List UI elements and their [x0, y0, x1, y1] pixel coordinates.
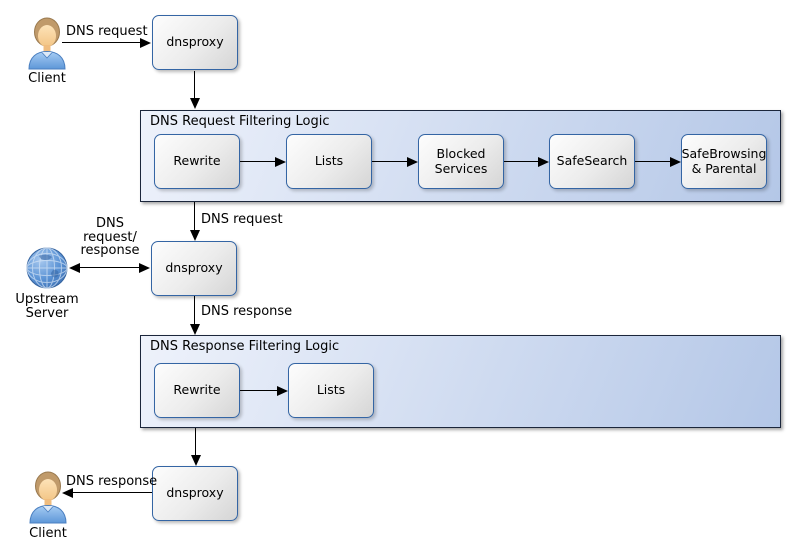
- upstream-server-label: Upstream Server: [2, 293, 92, 321]
- request-step-safebrowsing-parental: SafeBrowsing & Parental: [681, 134, 767, 189]
- arrowhead-down-icon: [190, 98, 200, 109]
- globe-icon: [25, 246, 69, 290]
- dnsproxy-middle-label: dnsproxy: [165, 260, 223, 276]
- request-step-arrow-3-line: [504, 161, 538, 162]
- dnsproxy-top-label: dnsproxy: [166, 34, 224, 50]
- arrowhead-right-icon: [670, 157, 681, 167]
- arrowhead-right-icon: [140, 38, 151, 48]
- response-step-lists-label: Lists: [316, 382, 346, 398]
- edge-request-filter-to-proxy-line: [194, 202, 195, 230]
- edge-proxy-to-client-label: DNS response: [66, 474, 158, 489]
- arrowhead-left-icon: [69, 263, 80, 273]
- person-icon: [27, 470, 69, 524]
- response-filter-title: DNS Response Filtering Logic: [150, 339, 340, 354]
- response-step-rewrite: Rewrite: [154, 363, 240, 418]
- dnsproxy-bottom-node: dnsproxy: [152, 466, 238, 521]
- client-top-label: Client: [28, 71, 66, 86]
- arrowhead-right-icon: [538, 157, 549, 167]
- edge-upstream-link-label: DNS request/ response: [68, 217, 152, 258]
- edge-upstream-link-label-line3: response: [80, 243, 140, 258]
- edge-client-to-proxy-line: [62, 42, 140, 43]
- arrowhead-left-icon: [62, 488, 73, 498]
- edge-response-filter-to-proxy-line: [195, 428, 196, 455]
- request-step-arrow-2-line: [372, 161, 407, 162]
- edge-upstream-link-label-line2: request/: [83, 229, 137, 245]
- request-step-arrow-1-line: [240, 161, 275, 162]
- edge-proxy-to-client-line: [73, 492, 152, 493]
- request-filter-title: DNS Request Filtering Logic: [150, 114, 330, 129]
- request-step-rewrite: Rewrite: [154, 134, 240, 189]
- request-step-lists-label: Lists: [314, 153, 344, 169]
- request-step-lists: Lists: [286, 134, 372, 189]
- arrowhead-right-icon: [139, 263, 150, 273]
- request-step-safesearch: SafeSearch: [549, 134, 635, 189]
- dnsproxy-bottom-label: dnsproxy: [166, 485, 224, 501]
- edge-request-filter-to-proxy-label: DNS request: [201, 212, 283, 227]
- request-step-safebrowsing-parental-label: SafeBrowsing & Parental: [681, 145, 767, 176]
- arrowhead-right-icon: [407, 157, 418, 167]
- request-step-blocked-services-label: Blocked Services: [434, 145, 488, 176]
- edge-proxy-to-response-filter-label: DNS response: [201, 304, 293, 319]
- upstream-server-label-line2: Server: [25, 306, 69, 321]
- arrowhead-down-icon: [190, 324, 200, 335]
- response-step-lists: Lists: [288, 363, 374, 418]
- request-step-arrow-4-line: [635, 161, 670, 162]
- upstream-server-label-line1: Upstream: [15, 292, 79, 307]
- edge-client-to-proxy-label: DNS request: [66, 24, 148, 39]
- edge-upstream-link-line: [80, 267, 139, 268]
- client-bottom-label: Client: [29, 526, 67, 541]
- response-filter-container: DNS Response Filtering Logic Rewrite Lis…: [140, 335, 781, 428]
- dnsproxy-top-node: dnsproxy: [152, 15, 238, 70]
- arrowhead-right-icon: [275, 157, 286, 167]
- edge-proxy-to-response-filter-line: [194, 296, 195, 324]
- dnsproxy-middle-node: dnsproxy: [151, 241, 237, 296]
- request-step-blocked-services: Blocked Services: [418, 134, 504, 189]
- edge-proxy-to-request-filter-line: [194, 71, 195, 98]
- arrowhead-down-icon: [190, 230, 200, 241]
- edge-upstream-link-label-line1: DNS: [96, 216, 124, 231]
- response-step-rewrite-label: Rewrite: [173, 382, 221, 398]
- request-step-safesearch-label: SafeSearch: [556, 153, 628, 169]
- request-step-rewrite-label: Rewrite: [173, 153, 221, 169]
- arrowhead-down-icon: [191, 455, 201, 466]
- request-filter-container: DNS Request Filtering Logic Rewrite List…: [140, 110, 781, 202]
- arrowhead-right-icon: [277, 386, 288, 396]
- response-step-arrow-1-line: [240, 390, 277, 391]
- person-icon: [26, 16, 68, 70]
